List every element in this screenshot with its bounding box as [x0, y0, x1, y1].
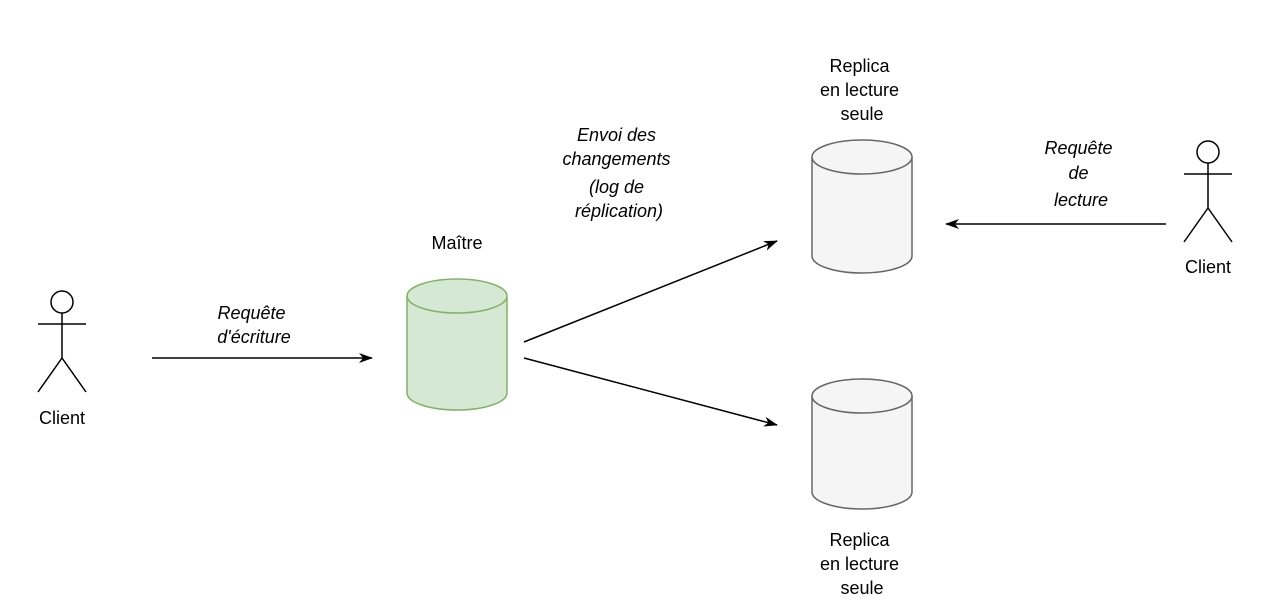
master-label: Maître: [431, 233, 482, 253]
replica-top-label: Replica en lecture seule: [820, 56, 904, 124]
replication-label: Envoi des changements (log de réplicatio…: [562, 125, 675, 221]
client-left-actor: [37, 290, 87, 393]
client-left-label: Client: [39, 408, 85, 428]
client-right-label: Client: [1185, 257, 1231, 277]
replica-top-database-icon: [811, 139, 913, 274]
replica-bottom-label: Replica en lecture seule: [820, 530, 904, 598]
replication-arrow-bottom: [523, 357, 778, 427]
replica-bottom-database-icon: [811, 378, 913, 510]
replication-arrow-top: [523, 240, 778, 343]
read-request-label: Requête de lecture: [1044, 138, 1117, 210]
client-right-actor: [1183, 140, 1233, 243]
write-request-label: Requête d'écriture: [217, 303, 290, 347]
master-database-icon: [406, 278, 508, 411]
